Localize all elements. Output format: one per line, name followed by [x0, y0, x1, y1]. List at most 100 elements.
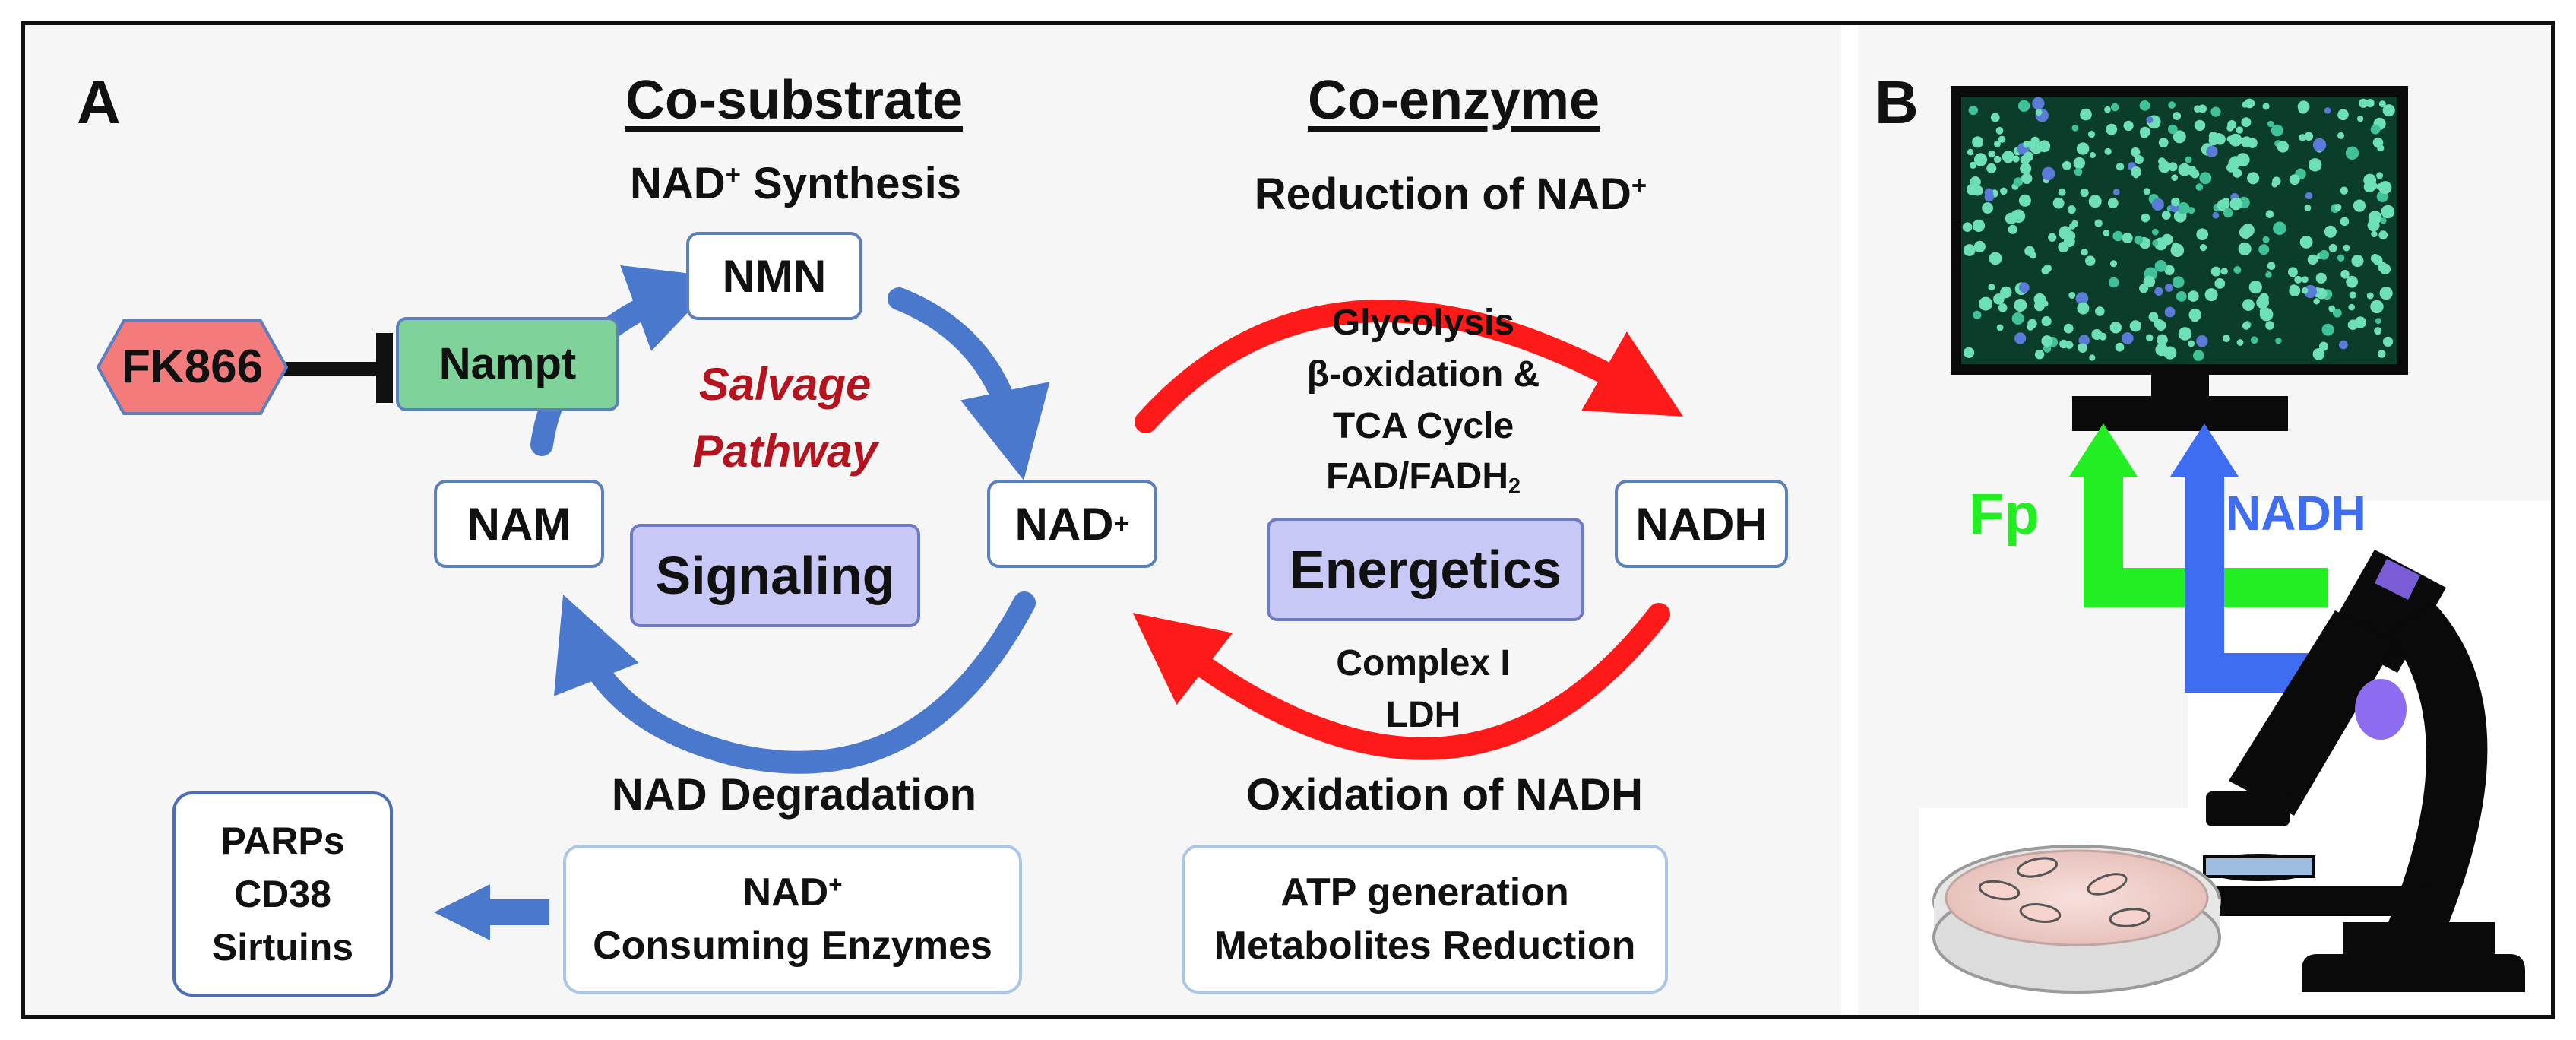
fluorescent-cell [2023, 141, 2030, 148]
pathway-label: Pathway [692, 426, 878, 477]
fluorescent-cell [2377, 350, 2386, 358]
fluorescent-cell [2242, 322, 2250, 330]
fluorescent-cell [2168, 101, 2176, 109]
fluorescent-cell [2232, 168, 2242, 178]
fluorescent-cell [2139, 100, 2150, 111]
fluorescent-cell [2115, 342, 2125, 352]
panel-b-label: B [1875, 68, 1919, 136]
fluorescent-cell [2171, 197, 2180, 207]
fluorescent-cell [2367, 219, 2380, 232]
inhibition-line [276, 362, 382, 376]
petri-dish-icon [1932, 845, 2221, 994]
fad-fadh2-label: FAD/FADH2 [1325, 456, 1521, 499]
fluorescent-cell [2170, 243, 2185, 258]
coenzyme-title: Co-enzyme [1307, 70, 1600, 131]
salvage-label: Salvage [698, 359, 872, 410]
fluorescent-cell [2173, 130, 2186, 144]
fluorescent-cell [2041, 315, 2052, 327]
fluorescent-cell [2378, 100, 2386, 108]
consumers-box: PARPs CD38 Sirtuins [172, 791, 393, 997]
reduction-arrow-nad-to-nadh [1135, 300, 1684, 433]
fluorescent-cell [2191, 314, 2199, 322]
figure-frame: A Co-substrate Co-enzyme NAD+ Synthesis … [21, 21, 2555, 1019]
fluorescent-cell [2164, 306, 2176, 318]
fluorescent-cell [1988, 150, 1995, 158]
fluorescent-cell [2095, 306, 2105, 316]
fluorescent-cell [2312, 348, 2325, 360]
fluorescent-cell [1962, 222, 1973, 233]
fluorescent-cell [2265, 210, 2274, 218]
fluorescent-cell [2223, 208, 2233, 218]
fluorescent-cell [2071, 125, 2079, 132]
fluorescent-cell [2073, 157, 2085, 170]
fluorescent-cell [2305, 192, 2313, 200]
fluorescent-cell [2094, 219, 2103, 227]
fluorescent-cell [2236, 126, 2243, 134]
fluorescent-cell [2110, 260, 2117, 268]
fluorescent-cell [2351, 255, 2364, 268]
fluorescent-cell [2012, 155, 2020, 163]
fluorescent-cell [2308, 158, 2322, 172]
fluorescent-cell [2273, 221, 2286, 236]
signaling-box: Signaling [630, 524, 920, 627]
fluorescent-cell [2378, 230, 2388, 239]
fluorescent-cell [2259, 307, 2267, 315]
fluorescent-cell [2366, 292, 2374, 300]
fluorescent-cell [2199, 172, 2212, 185]
fluorescent-cell [2063, 323, 2074, 334]
fluorescent-cell [1988, 284, 1995, 291]
fluorescent-cell [2377, 262, 2388, 272]
fluorescent-cell [2229, 198, 2242, 211]
fluorescent-cell [2272, 176, 2281, 185]
fluorescent-cell [2340, 186, 2348, 195]
fluorescent-cell [2172, 276, 2185, 288]
fluorescent-cell [2340, 270, 2350, 279]
fluorescent-cell [2153, 319, 2163, 328]
salvage-arrow-nad-to-nam [554, 591, 1036, 774]
fluorescent-cell [2315, 272, 2327, 284]
fluorescent-cell [2299, 236, 2313, 249]
fluorescent-cell [2176, 291, 2187, 302]
fluorescent-cell [2171, 174, 2178, 181]
fluorescent-cell [2243, 225, 2255, 237]
fluorescent-cell [2345, 146, 2359, 160]
fluorescent-cell [2188, 290, 2199, 302]
fluorescent-cell [2318, 341, 2328, 351]
fluorescent-cell [2370, 300, 2384, 314]
fluorescent-cell [2074, 167, 2083, 176]
fluorescent-cell [2223, 335, 2230, 342]
nam-node: NAM [434, 480, 604, 568]
fluorescent-cell [2196, 228, 2208, 241]
fluorescent-cell [2290, 284, 2298, 293]
fluorescent-cell [2304, 205, 2312, 211]
fluorescent-cell [2332, 308, 2342, 318]
degradation-arrow-shaft [489, 899, 549, 925]
fluorescent-cell [2324, 225, 2337, 238]
fluorescent-cell [2244, 98, 2255, 109]
fluorescent-cell [2122, 332, 2134, 344]
fluorescent-cell [1998, 303, 2008, 312]
fluorescent-cell [2002, 151, 2014, 163]
fluorescent-cell [2294, 275, 2302, 284]
fk866-label: FK866 [121, 341, 264, 394]
fluorescent-cell [1982, 202, 1994, 214]
fluorescent-cell [2378, 181, 2392, 195]
panel-a-label: A [77, 68, 121, 136]
fluorescent-cell [2030, 252, 2037, 259]
fluorescent-cell [2089, 354, 2096, 361]
fluorescent-cell [2104, 106, 2111, 113]
fluorescent-cell [1979, 296, 1993, 311]
fluorescent-cell [2158, 157, 2166, 166]
fluorescent-cell [2250, 336, 2258, 344]
fluorescent-cell [2048, 233, 2057, 242]
fluorescent-cell [2158, 138, 2169, 148]
fluorescent-cell [2376, 172, 2384, 179]
fluorescent-cell [2340, 217, 2350, 227]
fluorescent-cell [2359, 98, 2369, 108]
fluorescent-cell [2148, 312, 2159, 322]
fluorescent-cell [2018, 282, 2030, 293]
fluorescent-cell [1993, 293, 2005, 305]
fluorescent-cell [1990, 113, 2000, 122]
fluorescent-cell [2173, 112, 2182, 120]
fluorescent-cell [2382, 104, 2395, 117]
